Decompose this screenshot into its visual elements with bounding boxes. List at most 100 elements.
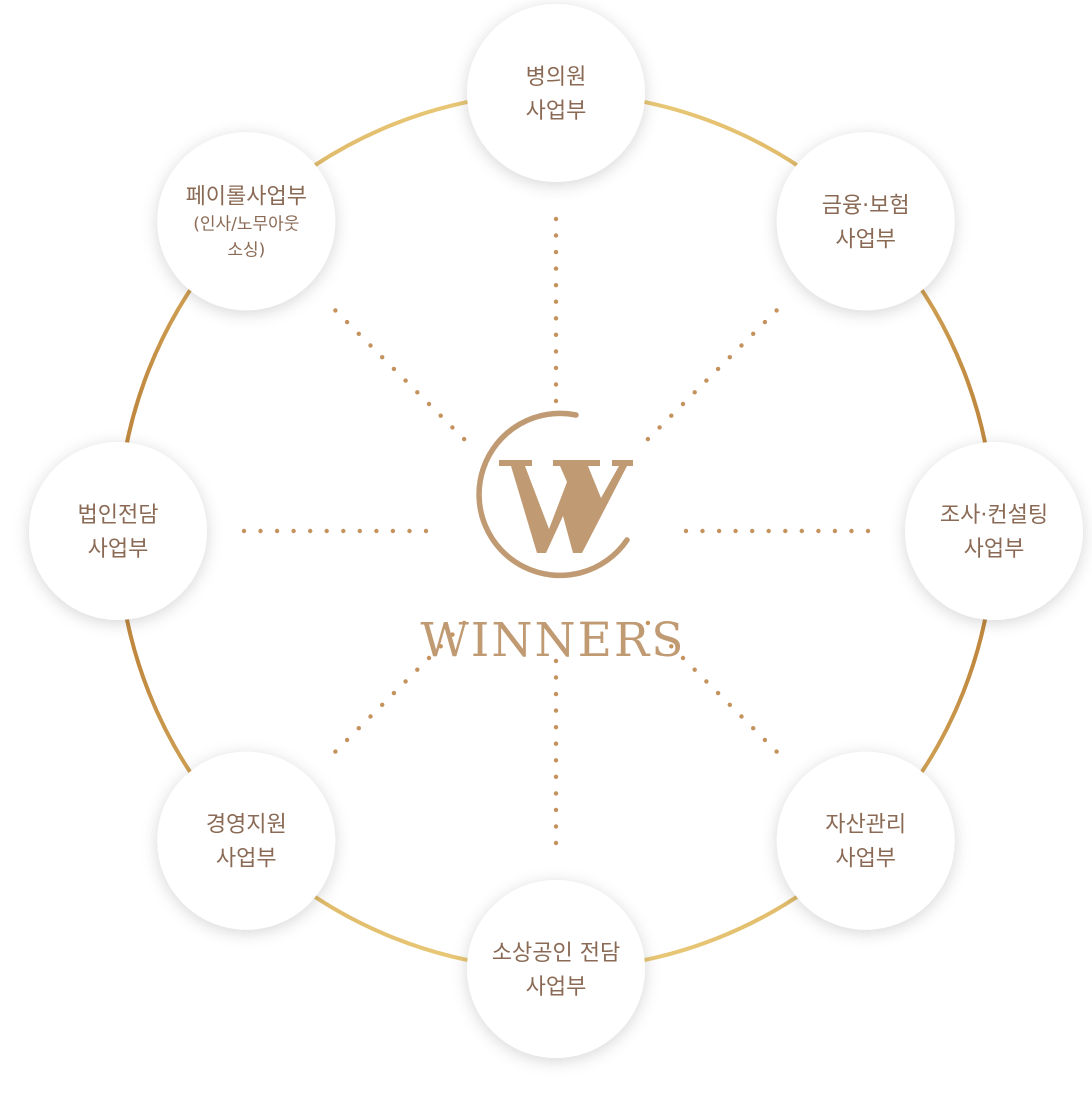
winners-logo: WINNERS — [420, 410, 684, 668]
unit-label-line: 경영지원 — [206, 813, 287, 838]
connector-dot — [704, 378, 709, 383]
connector-dot — [258, 528, 263, 534]
unit-circle — [776, 751, 955, 930]
connector-dot — [344, 737, 350, 743]
connector-dot — [716, 528, 722, 534]
connector-dot — [865, 528, 871, 534]
connector-dot — [553, 299, 559, 304]
connector-dot — [423, 528, 429, 534]
dotted-connectors — [241, 216, 871, 846]
connector-dot — [450, 425, 455, 430]
connector-dot — [438, 413, 443, 418]
unit-label-line: 사업부 — [964, 537, 1025, 562]
connector-dot — [291, 528, 296, 534]
unit-label-line: 사업부 — [526, 99, 587, 124]
connector-dot — [241, 528, 247, 534]
connector-dot — [751, 331, 756, 336]
logo-w-mark — [499, 460, 633, 553]
connector-dot — [553, 840, 559, 846]
connector-dot — [553, 708, 559, 713]
connector-dot — [415, 667, 420, 672]
connector-dot — [380, 355, 385, 360]
unit-circle — [905, 442, 1083, 620]
connector-dot — [645, 620, 651, 626]
connector-dot — [461, 436, 467, 442]
connector-dot — [553, 316, 559, 321]
connector-dot — [739, 343, 744, 348]
connector-dot — [344, 319, 350, 325]
connector-dot — [553, 382, 559, 387]
connector-dot — [391, 366, 397, 372]
connector-dot — [553, 216, 559, 222]
connector-dot — [407, 528, 412, 534]
connector-dot — [849, 528, 854, 534]
connector-dot — [356, 331, 361, 336]
connector-dot — [553, 349, 559, 354]
connector-dot — [403, 378, 408, 383]
unit-label-line: 페이롤사업부 — [186, 184, 307, 209]
connector-dot — [426, 655, 432, 661]
unit-label-line: 사업부 — [216, 847, 277, 872]
connector-dot — [553, 233, 559, 238]
unit-label-line: 법인전담 — [78, 503, 159, 528]
connector-dot — [403, 679, 408, 684]
connector-dot — [553, 283, 559, 288]
connector-dot — [669, 644, 674, 649]
connector-dot — [368, 714, 373, 719]
connector-dot — [816, 528, 821, 534]
connector-dot — [450, 632, 455, 637]
unit-label-line: 사업부 — [835, 227, 896, 252]
connector-dot — [333, 308, 338, 313]
connector-dot — [704, 679, 709, 684]
unit-label-line: 사업부 — [526, 975, 587, 1000]
connector-dot — [553, 807, 559, 813]
connector-dot — [553, 332, 559, 337]
connector-dot — [645, 436, 651, 442]
connector-dot — [553, 266, 559, 271]
connector-dot — [762, 737, 768, 743]
connector-dot — [683, 528, 689, 534]
connector-dot — [715, 366, 721, 372]
connector-dot — [390, 528, 396, 534]
connector-dot — [415, 390, 420, 395]
connector-dot — [274, 528, 280, 534]
connector-dot — [739, 714, 744, 719]
connector-dot — [553, 791, 559, 796]
connector-dot — [426, 401, 432, 407]
connector-dot — [715, 690, 721, 696]
connector-dot — [391, 690, 397, 696]
connector-dot — [774, 749, 779, 754]
unit-label-line: 소상공인 전담 — [492, 941, 620, 966]
connector-dot — [692, 390, 697, 395]
connector-dot — [774, 308, 779, 313]
connector-dot — [324, 528, 329, 534]
connector-dot — [553, 398, 559, 404]
connector-dot — [380, 702, 385, 707]
connector-dot — [553, 658, 559, 664]
connector-dot — [553, 824, 559, 829]
unit-circle — [157, 132, 336, 311]
connector-dot — [341, 528, 346, 534]
connector-dot — [553, 758, 559, 763]
connector-dot — [553, 365, 559, 371]
connector-dot — [553, 675, 559, 680]
connector-dot — [356, 726, 361, 731]
unit-circle — [467, 4, 645, 182]
connector-dot — [766, 528, 771, 534]
connector-dot — [680, 401, 686, 407]
connector-dot — [750, 528, 755, 534]
connector-dot — [727, 355, 732, 360]
connector-dot — [553, 249, 559, 255]
connector-dot — [357, 528, 362, 534]
connector-dot — [799, 528, 804, 534]
connector-dot — [657, 425, 662, 430]
connector-dot — [374, 528, 379, 534]
unit-label-line: 자산관리 — [825, 813, 906, 838]
connector-dot — [333, 749, 338, 754]
